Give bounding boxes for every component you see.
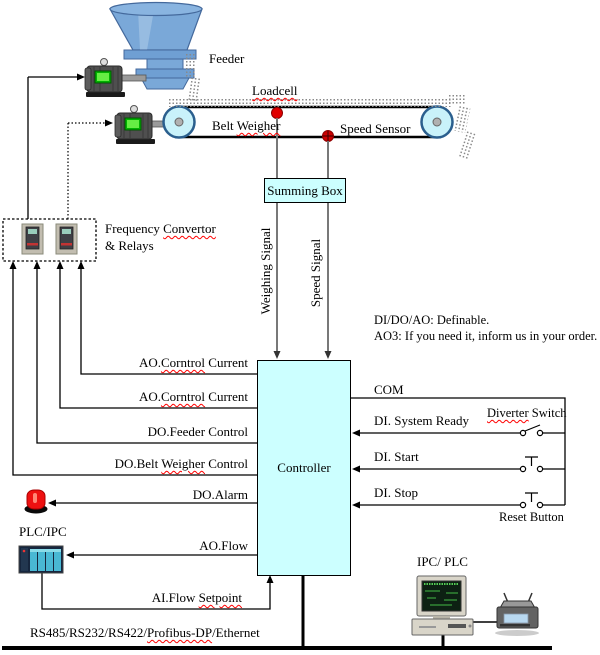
fieldbus-label: RS485/RS232/RS422/Profibus-DP/Ethernet <box>30 626 260 640</box>
frequency-convertor-unit-2 <box>55 223 78 255</box>
printer <box>495 592 539 636</box>
di-stop-label: DI. Stop <box>374 485 419 500</box>
com-label: COM <box>374 382 404 397</box>
stop-button-symbol <box>519 492 544 509</box>
controller-box: Controller <box>257 360 351 576</box>
fieldbus-pre: RS485/RS232/RS422/ <box>30 625 148 640</box>
ao1-post: Current <box>205 355 248 370</box>
speed-sensor-dot <box>322 130 334 142</box>
ao-control-2-arrowhead <box>56 261 64 269</box>
belt-motor-arrowhead <box>105 119 113 127</box>
ao-control-current-1-label: AO.Corntrol Current <box>120 356 248 370</box>
belt-weigher-wavy: Weigher <box>236 118 281 133</box>
ao1-wavy: Corntrol <box>160 355 206 370</box>
dobw-pre: DO.Belt <box>114 456 162 471</box>
material-on-belt <box>168 98 452 107</box>
digital-input-wires <box>349 397 566 506</box>
speed-signal-label: Speed Signal <box>308 238 323 308</box>
material-flow-chute <box>185 53 196 78</box>
do-feeder-arrowhead <box>33 261 41 269</box>
dobw-wavy: Weigher <box>161 456 206 471</box>
ao2-post: Current <box>205 389 248 404</box>
diverter-switch-symbol <box>519 424 544 437</box>
ai-flow-setpoint-label: AI.Flow Setpoint <box>100 591 242 605</box>
material-over-pulley <box>448 94 466 105</box>
speed-sensor-label: Speed Sensor <box>340 121 411 136</box>
freq-pre: Frequency <box>105 221 164 236</box>
operator-computer <box>411 575 474 636</box>
ao2-pre: AO. <box>138 389 161 404</box>
do-alarm-arrowhead <box>48 499 56 507</box>
loadcell-sensor <box>271 107 283 119</box>
do-belt-arrowhead <box>9 261 17 269</box>
ao-control-1-arrowhead <box>77 261 85 269</box>
belt-weigher-motor <box>114 105 167 144</box>
di-system-ready-label: DI. System Ready <box>374 413 469 428</box>
ao1-pre: AO. <box>138 355 161 370</box>
reset-button-label: Reset Button <box>499 510 564 524</box>
weighing-signal-label: Weighing Signal <box>258 227 273 315</box>
fieldbus-lines <box>2 574 552 650</box>
summing-box-label: Summing Box <box>267 182 343 198</box>
belt-motor-wire <box>67 122 106 219</box>
freq-wavy: Convertor <box>163 221 216 236</box>
plc-rack <box>18 545 64 574</box>
note-line2: AO3: If you need it, inform us in your o… <box>374 329 598 343</box>
belt-weigher-pre: Belt <box>212 118 237 133</box>
di-stop-arrowhead <box>352 501 360 509</box>
plc-ipc-label: PLC/IPC <box>19 524 67 539</box>
loadcell-label: Loadcell <box>252 84 297 98</box>
fieldbus-post: /Ethernet <box>212 625 260 640</box>
dobw-post: Control <box>205 456 248 471</box>
fieldbus-wavy: Profibus-DP <box>147 625 213 640</box>
weighing-signal-arrowhead <box>273 351 281 359</box>
di-ready-arrowhead <box>352 429 360 437</box>
feeder-label: Feeder <box>209 51 245 66</box>
summing-box: Summing Box <box>264 178 346 203</box>
controller-output-wires <box>12 268 271 610</box>
ao-control-current-2-label: AO.Corntrol Current <box>120 390 248 404</box>
diverter-switch-label: Diverter Switch <box>487 406 567 420</box>
feeder-motor <box>84 58 147 97</box>
belt-conveyor <box>162 105 454 139</box>
frequency-convertor-label-line2: & Relays <box>105 238 154 253</box>
ipc-plc-label: IPC/ PLC <box>417 554 468 569</box>
feeder-motor-arrowhead <box>77 73 85 81</box>
belt-weigher-label: Belt Weigher <box>212 119 280 133</box>
start-button-symbol <box>519 456 544 473</box>
frequency-convertor-label-line1: Frequency Convertor <box>105 222 216 236</box>
ao-flow-arrowhead <box>66 551 74 559</box>
diverter-post: Switch <box>528 406 567 420</box>
loadcell-text: Loadcell <box>252 83 298 98</box>
di-start-label: DI. Start <box>374 449 419 464</box>
frequency-convertor-unit-1 <box>21 223 44 255</box>
sensor-signal-lines <box>276 118 329 353</box>
do-feeder-control-label: DO.Feeder Control <box>147 424 248 439</box>
aifs-pre: AI.Flow <box>151 590 199 605</box>
frequency-convertor-box <box>2 218 97 262</box>
do-alarm-label: DO.Alarm <box>192 487 248 502</box>
ao-flow-label: AO.Flow <box>199 538 248 553</box>
aifs-wavy: Setpoint <box>198 590 242 605</box>
di-start-arrowhead <box>352 465 360 473</box>
note-line1: DI/DO/AO: Definable. <box>374 313 490 327</box>
ao2-wavy: Corntrol <box>160 389 206 404</box>
ai-flow-arrowhead <box>266 575 274 583</box>
alarm-lamp <box>24 489 48 514</box>
feeder-motor-wire <box>27 76 78 219</box>
diverter-wavy: Diverter <box>487 406 529 420</box>
speed-signal-arrowhead <box>324 351 332 359</box>
do-belt-weigher-control-label: DO.Belt Weigher Control <box>100 457 248 471</box>
controller-label: Controller <box>277 460 331 475</box>
